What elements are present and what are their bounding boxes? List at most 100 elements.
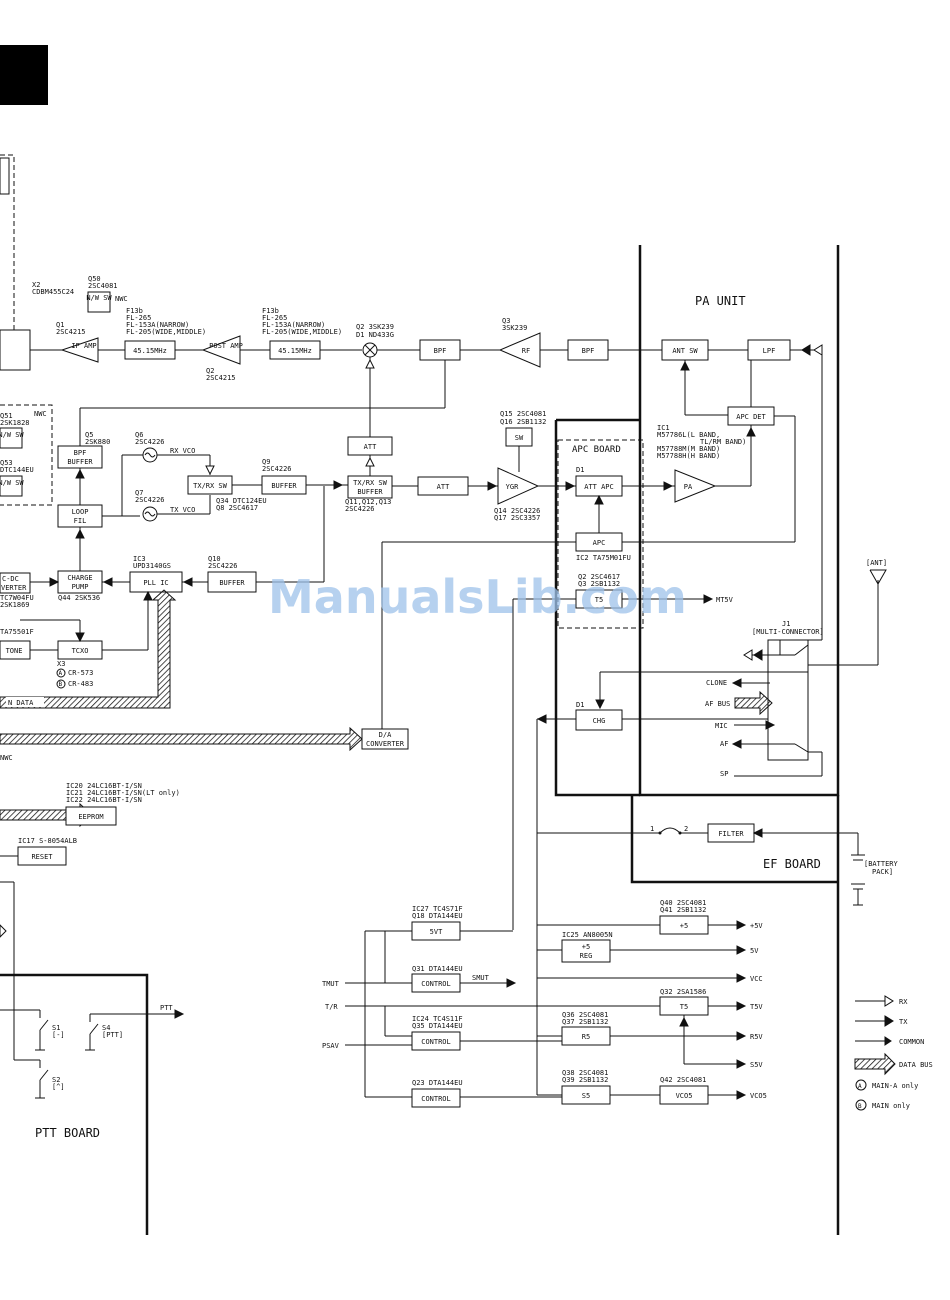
svg-text:VCC: VCC bbox=[750, 975, 763, 983]
svg-text:TL/RM BAND): TL/RM BAND) bbox=[700, 438, 746, 446]
svg-text:FL-153A(NARROW): FL-153A(NARROW) bbox=[126, 321, 189, 329]
svg-text:Q23 DTA144EU: Q23 DTA144EU bbox=[412, 1079, 463, 1087]
svg-text:T5V: T5V bbox=[750, 1003, 763, 1011]
svg-text:M57788M(M BAND): M57788M(M BAND) bbox=[657, 445, 720, 453]
filter-45mhz-2-label: 45.15MHz bbox=[278, 347, 312, 355]
post-amp-label: POST AMP bbox=[209, 342, 243, 350]
pa-amp-triangle bbox=[674, 469, 717, 503]
svg-text:Q16 2SB1132: Q16 2SB1132 bbox=[500, 418, 546, 426]
svg-text:Q11,Q12,Q13: Q11,Q12,Q13 bbox=[345, 498, 391, 506]
svg-text:IC22 24LC16BT-I/SN: IC22 24LC16BT-I/SN bbox=[66, 796, 142, 804]
svg-text:CDBM455C24: CDBM455C24 bbox=[32, 288, 74, 296]
svg-text:MIC: MIC bbox=[715, 722, 728, 730]
svg-text:Q2 3SK239: Q2 3SK239 bbox=[356, 323, 394, 331]
svg-text:S1: S1 bbox=[52, 1024, 60, 1032]
buffer-1-label: BUFFER bbox=[271, 482, 297, 490]
svg-text:Q1: Q1 bbox=[56, 321, 64, 329]
svg-text:S5V: S5V bbox=[750, 1061, 763, 1069]
tx-rx-sw-buffer-label-2: BUFFER bbox=[357, 488, 383, 496]
svg-text:Q17 2SC3357: Q17 2SC3357 bbox=[494, 514, 540, 522]
ptt-board-title: PTT BOARD bbox=[35, 1126, 100, 1140]
battery-label-2: PACK] bbox=[872, 868, 893, 876]
tx-rx-sw-buffer bbox=[347, 475, 393, 499]
svg-text:S4: S4 bbox=[102, 1024, 110, 1032]
svg-text:AF BUS: AF BUS bbox=[705, 700, 730, 708]
legend-main-b: MAIN only bbox=[872, 1102, 910, 1110]
svg-text:CR-483: CR-483 bbox=[68, 680, 93, 688]
svg-text:2SC4226: 2SC4226 bbox=[345, 505, 375, 513]
svg-text:Q6: Q6 bbox=[135, 431, 143, 439]
svg-text:N/W SW: N/W SW bbox=[0, 431, 24, 439]
legend-common: COMMON bbox=[899, 1038, 924, 1046]
svg-text:IC24 TC4S11F: IC24 TC4S11F bbox=[412, 1015, 463, 1023]
buffer-2-label: BUFFER bbox=[219, 579, 245, 587]
svg-text:F13b: F13b bbox=[262, 307, 279, 315]
svg-text:FL-153A(NARROW): FL-153A(NARROW) bbox=[262, 321, 325, 329]
svg-text:2SK1869: 2SK1869 bbox=[0, 601, 30, 609]
svg-text:Q34 DTC124EU: Q34 DTC124EU bbox=[216, 497, 267, 505]
svg-text:NWC: NWC bbox=[0, 754, 13, 762]
charge-pump-label-1: CHARGE bbox=[67, 574, 92, 582]
sw-block-label: SW bbox=[515, 434, 524, 442]
svg-text:SP: SP bbox=[720, 770, 728, 778]
loop-fil-label-2: FIL bbox=[74, 517, 87, 525]
svg-text:Q9: Q9 bbox=[262, 458, 270, 466]
plus5-reg-label: +5 bbox=[680, 922, 688, 930]
att-apc-label: ATT APC bbox=[584, 483, 614, 491]
da-converter-label-1: D/A bbox=[379, 731, 392, 739]
svg-text:Q15 2SC4081: Q15 2SC4081 bbox=[500, 410, 546, 418]
dc-dc-converter-label-1: C-DC bbox=[2, 575, 19, 583]
svg-text:CLONE: CLONE bbox=[706, 679, 727, 687]
r5-reg-label: R5 bbox=[582, 1033, 590, 1041]
svg-text:IC21 24LC16BT-I/SN(LT only): IC21 24LC16BT-I/SN(LT only) bbox=[66, 789, 180, 797]
svg-text:Q32 2SA1586: Q32 2SA1586 bbox=[660, 988, 706, 996]
svg-text:Q44 2SK536: Q44 2SK536 bbox=[58, 594, 100, 602]
svg-text:Q53: Q53 bbox=[0, 459, 13, 467]
svg-text:VCO5: VCO5 bbox=[750, 1092, 767, 1100]
svg-text:Q18 DTA144EU: Q18 DTA144EU bbox=[412, 912, 463, 920]
svg-text:R5V: R5V bbox=[750, 1033, 763, 1041]
control-1-label: CONTROL bbox=[421, 980, 451, 988]
svg-text:NWC: NWC bbox=[115, 295, 128, 303]
left-edge-demod-block bbox=[0, 329, 31, 371]
svg-text:S2: S2 bbox=[52, 1076, 60, 1084]
legend-rx: RX bbox=[899, 998, 908, 1006]
svg-text:2SC4215: 2SC4215 bbox=[206, 374, 236, 382]
bpf-2-label: BPF bbox=[582, 347, 595, 355]
svg-text:5V: 5V bbox=[750, 947, 759, 955]
svg-text:Q10: Q10 bbox=[208, 555, 221, 563]
control-3 bbox=[411, 1088, 461, 1108]
svg-text:D1: D1 bbox=[576, 466, 584, 474]
svg-text:Q3 2SB1132: Q3 2SB1132 bbox=[578, 580, 620, 588]
ptt-board-outline bbox=[0, 973, 149, 1235]
svg-text:3SK239: 3SK239 bbox=[502, 324, 527, 332]
charge-pump-label-2: PUMP bbox=[72, 583, 89, 591]
svg-text:2SC4226: 2SC4226 bbox=[208, 562, 238, 570]
legend-tx: TX bbox=[899, 1018, 908, 1026]
if-amp-label: IF AMP bbox=[71, 342, 96, 350]
legend: RX TX COMMON DATA BUS A MAIN-A only B MA… bbox=[854, 995, 933, 1111]
legend-main-a: MAIN-A only bbox=[872, 1082, 918, 1090]
svg-text:TC7W04FU: TC7W04FU bbox=[0, 594, 34, 602]
svg-text:2: 2 bbox=[684, 825, 688, 833]
bpf-buffer-label-1: BPF bbox=[74, 449, 87, 457]
svg-text:IC25 AN8005N: IC25 AN8005N bbox=[562, 931, 613, 939]
svg-text:Q37 2SB1132: Q37 2SB1132 bbox=[562, 1018, 608, 1026]
rf-amp-triangle bbox=[498, 332, 541, 368]
da-converter bbox=[361, 728, 409, 750]
bpf-1-label: BPF bbox=[434, 347, 447, 355]
watermark: ManualsLib.com bbox=[268, 570, 687, 624]
svg-text:RX VCO: RX VCO bbox=[170, 447, 195, 455]
svg-text:M57788H(H BAND): M57788H(H BAND) bbox=[657, 452, 720, 460]
svg-text:Q36 2SC4081: Q36 2SC4081 bbox=[562, 1011, 608, 1019]
svg-text:TMUT: TMUT bbox=[322, 980, 340, 988]
s5-reg-label: S5 bbox=[582, 1092, 590, 1100]
svg-text:2SC4226: 2SC4226 bbox=[135, 438, 165, 446]
ef-board-outline bbox=[630, 795, 840, 1235]
da-converter-label-2: CONVERTER bbox=[366, 740, 405, 748]
filter-45mhz-1-label: 45.15MHz bbox=[133, 347, 167, 355]
pa-unit-outline bbox=[554, 245, 840, 797]
legend-circle-b: B bbox=[858, 1103, 862, 1110]
filter-ef-label: FILTER bbox=[718, 830, 744, 838]
